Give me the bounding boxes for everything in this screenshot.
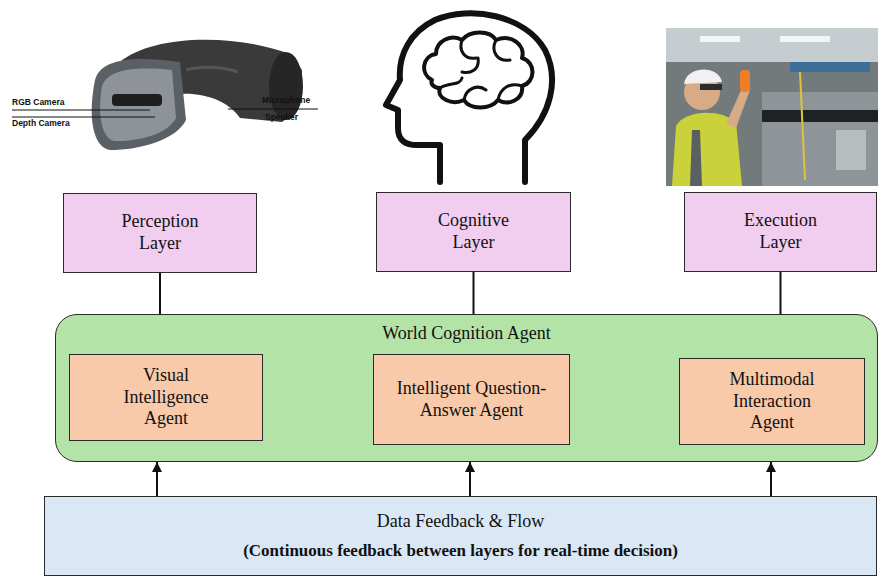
agent-box: Visual Intelligence Agent [69, 354, 263, 441]
box-label: Intelligent Question-Answer Agent [397, 378, 547, 421]
box-label: Perception Layer [110, 211, 210, 254]
part-label: Microphone [262, 96, 310, 105]
layer-box: Perception Layer [63, 193, 257, 273]
agent-box: Intelligent Question-Answer Agent [373, 354, 570, 445]
connector-line [473, 272, 475, 314]
box-label: Multimodal Interaction Agent [715, 369, 830, 434]
part-label: Depth Camera [12, 119, 70, 128]
connector-line [780, 272, 782, 314]
box-label: Visual Intelligence Agent [109, 365, 224, 430]
part-label: Speaker [265, 113, 298, 122]
agent-box: Multimodal Interaction Agent [679, 358, 865, 445]
box-label: World Cognition Agent [382, 323, 551, 345]
feedback-arrow [156, 462, 158, 496]
connector-line [159, 273, 161, 314]
layer-box: Execution Layer [684, 192, 877, 272]
box-label: Data Feedback & Flow [377, 511, 544, 533]
part-label: RGB Camera [12, 98, 64, 107]
headset-illustration [12, 40, 318, 150]
feedback-arrow [469, 462, 471, 496]
box-note: (Continuous feedback between layers for … [243, 541, 678, 561]
box-label: Cognitive Layer [424, 210, 524, 253]
brain-head-icon [386, 13, 552, 182]
feedback-arrow [770, 462, 772, 496]
worker-photo [666, 28, 878, 186]
layer-box: Cognitive Layer [376, 192, 571, 272]
agent-group: World Cognition AgentVisual Intelligence… [55, 314, 878, 462]
box-label: Execution Layer [731, 210, 831, 253]
feedback-box: Data Feedback & Flow (Continuous feedback… [44, 496, 877, 576]
